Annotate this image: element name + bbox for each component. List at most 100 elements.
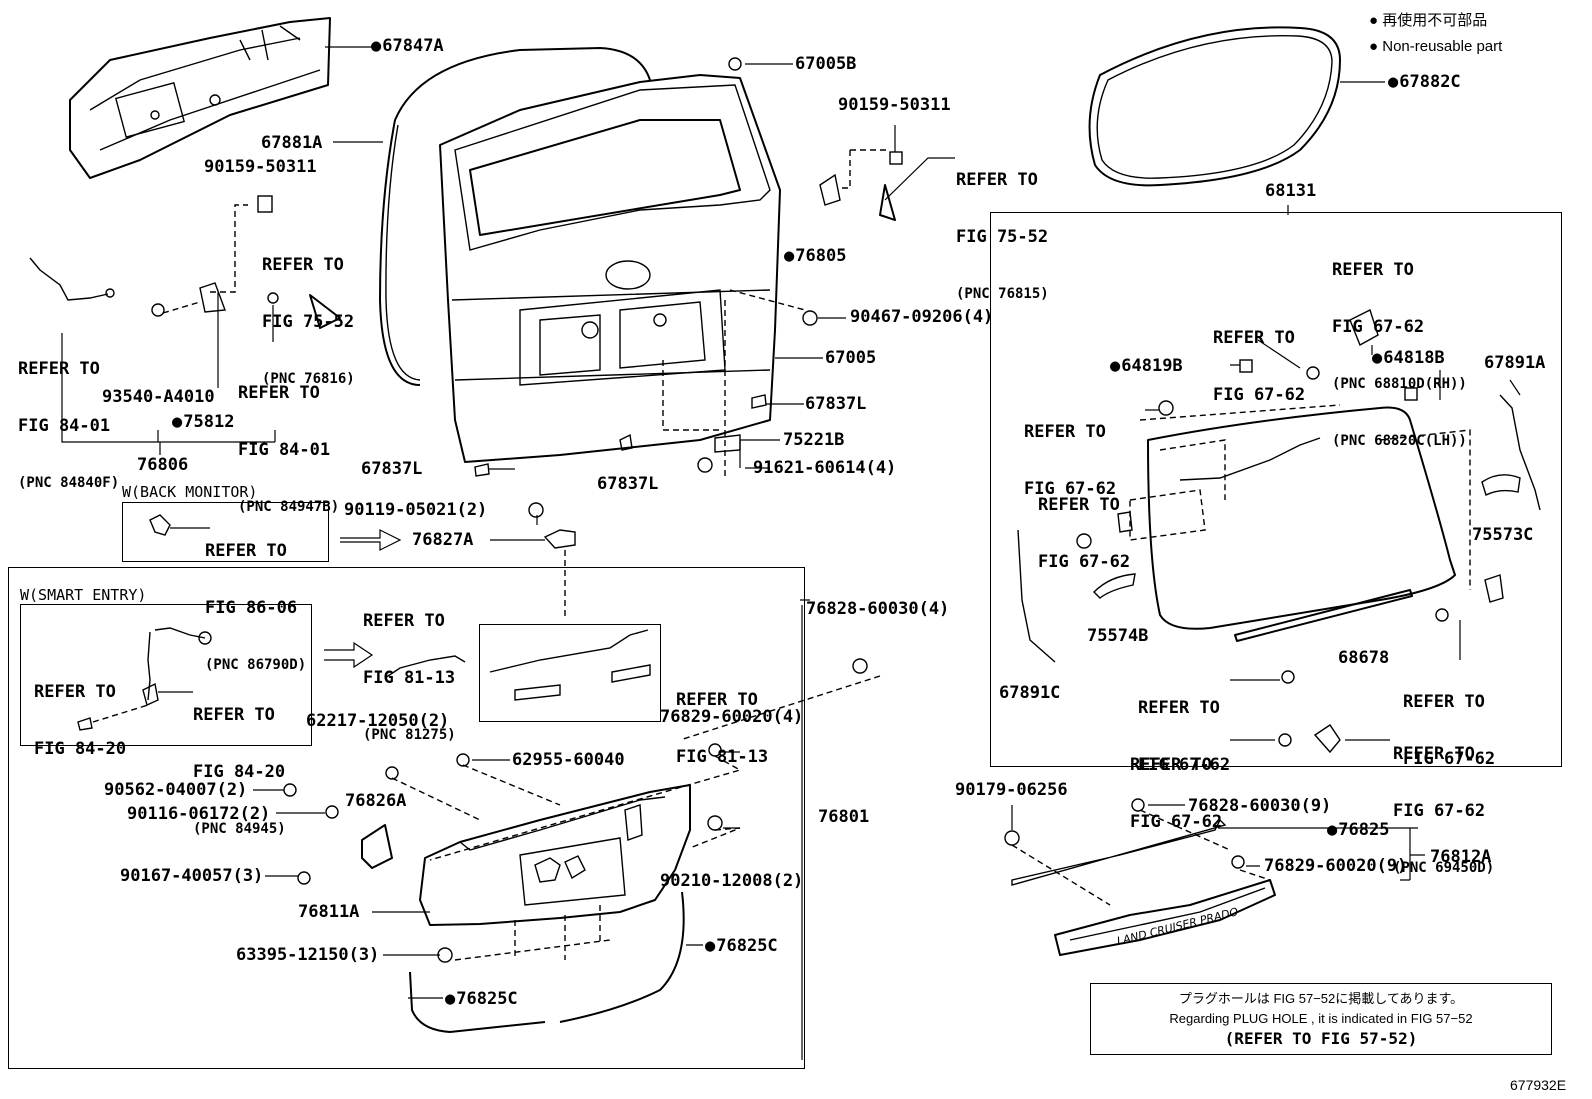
refer-fig-67-62-c[interactable]: REFER TO FIG 67-62 <box>1024 385 1116 518</box>
garnish-drawing <box>419 784 691 926</box>
part-label-90167-40057[interactable]: 90167-40057(3) <box>120 866 264 886</box>
part-label-76812A[interactable]: 76812A <box>1430 847 1492 867</box>
refer-fig-84-01-b[interactable]: REFER TO FIG 84-01 (PNC 84947B) <box>238 346 339 536</box>
part-label-76828-60030-bottom[interactable]: 76828-60030(9) <box>1188 796 1332 816</box>
non-reusable-dot-icon: ● <box>1369 12 1379 29</box>
part-label-75812[interactable]: 75812 <box>172 413 234 431</box>
part-label-62955-60040[interactable]: 62955-60040 <box>512 750 625 770</box>
refer-fig: FIG 84-20 <box>193 762 286 782</box>
part-label-67005[interactable]: 67005 <box>825 348 877 368</box>
part-label-67837L-bottom[interactable]: 67837L <box>597 474 659 494</box>
refer-fig-81-13-a[interactable]: REFER TO FIG 81-13 (PNC 81275) <box>363 574 456 764</box>
part-label-75574B[interactable]: 75574B <box>1087 626 1149 646</box>
part-label-76825C-left[interactable]: 76825C <box>445 990 517 1008</box>
refer-pnc: (PNC 68820C(LH)) <box>1332 433 1467 449</box>
part-label-67882C[interactable]: 67882C <box>1388 73 1460 91</box>
part-label-76825[interactable]: 76825 <box>1327 821 1389 839</box>
part-label-64818B[interactable]: 64818B <box>1372 349 1444 367</box>
note-ja: プラグホールは FIG 57−52に掲載してあります。 <box>1178 991 1464 1006</box>
part-label-76829-60020-top[interactable]: 76829-60020(4) <box>660 707 804 727</box>
refer-line: REFER TO <box>1038 495 1120 515</box>
refer-fig-67-62-d[interactable]: REFER TO FIG 67-62 <box>1038 458 1130 591</box>
part-label-76828-60030-top[interactable]: 76828-60030(4) <box>806 599 950 619</box>
part-label-76827A[interactable]: 76827A <box>412 530 474 550</box>
part-label-63395-12150[interactable]: 63395-12150(3) <box>236 945 380 965</box>
part-label-90562-04007[interactable]: 90562-04007(2) <box>104 780 248 800</box>
refer-line: REFER TO <box>193 705 275 725</box>
part-label-68678[interactable]: 68678 <box>1338 648 1390 668</box>
legend-en-text: Non-reusable part <box>1382 38 1503 55</box>
part-label-68131[interactable]: 68131 <box>1265 181 1317 201</box>
part-label-76829-60020-bottom[interactable]: 76829-60020(9) <box>1264 856 1408 876</box>
refer-line: REFER TO <box>956 170 1038 190</box>
part-label-67837L-right[interactable]: 67837L <box>805 394 867 414</box>
refer-line: REFER TO <box>34 682 116 702</box>
back-door-drawing <box>439 74 781 463</box>
part-label-91621-60614[interactable]: 91621-60614(4) <box>753 458 897 478</box>
refer-fig-84-20-b[interactable]: REFER TO FIG 84-20 (PNC 84945) <box>193 668 286 858</box>
refer-pnc: (PNC 86790D) <box>205 657 307 673</box>
refer-fig: FIG 75-52 <box>956 227 1049 247</box>
refer-fig-67-62-b[interactable]: REFER TO FIG 67-62 <box>1213 291 1305 424</box>
refer-pnc: (PNC 76816) <box>262 371 355 387</box>
part-label-67837L-left[interactable]: 67837L <box>361 459 423 479</box>
license-lamp-box <box>479 624 661 722</box>
part-label-90159-50311-center[interactable]: 90159-50311 <box>838 95 951 115</box>
part-label-76811A[interactable]: 76811A <box>298 902 360 922</box>
refer-fig: FIG 86-06 <box>205 598 298 618</box>
part-label-76826A[interactable]: 76826A <box>345 791 407 811</box>
refer-fig: FIG 81-13 <box>363 668 456 688</box>
smart-entry-box <box>20 604 312 746</box>
part-label-90467-09206[interactable]: 90467-09206(4) <box>850 307 994 327</box>
refer-fig-67-62-h[interactable]: REFER TO FIG 67-62 (PNC 69450D) <box>1393 707 1494 897</box>
refer-fig-81-13-b[interactable]: REFER TO FIG 81-13 <box>676 653 768 786</box>
part-label-76806[interactable]: 76806 <box>137 455 189 475</box>
refer-fig-67-62-e[interactable]: REFER TO FIG 67-62 <box>1138 661 1230 794</box>
refer-fig: FIG 67-62 <box>1138 755 1231 775</box>
refer-fig: FIG 67-62 <box>1213 385 1306 405</box>
part-label-90159-50311-left[interactable]: 90159-50311 <box>204 157 317 177</box>
refer-fig-75-52-a[interactable]: REFER TO FIG 75-52 (PNC 76816) <box>262 218 355 408</box>
refer-fig: FIG 84-01 <box>18 416 111 436</box>
part-label-67005B[interactable]: 67005B <box>795 54 857 74</box>
part-label-93540-A4010[interactable]: 93540-A4010 <box>102 387 215 407</box>
refer-pnc: (PNC 84945) <box>193 821 286 837</box>
refer-fig: FIG 81-13 <box>676 747 769 767</box>
part-label-76805[interactable]: 76805 <box>784 247 846 265</box>
refer-fig-67-62-f[interactable]: REFER TO FIG 67-62 <box>1403 655 1495 788</box>
legend-en: ● Non-reusable part <box>1369 38 1502 56</box>
part-label-67891C[interactable]: 67891C <box>999 683 1061 703</box>
part-label-67891A[interactable]: 67891A <box>1484 353 1546 373</box>
refer-fig-67-62-g[interactable]: REFER TO FIG 67-62 <box>1130 718 1222 851</box>
refer-fig-75-52-b[interactable]: REFER TO FIG 75-52 (PNC 76815) <box>956 133 1049 323</box>
refer-fig: FIG 67-62 <box>1130 812 1223 832</box>
part-label-90210-12008[interactable]: 90210-12008(2) <box>660 871 804 891</box>
refer-fig-86-06[interactable]: REFER TO FIG 86-06 (PNC 86790D) <box>205 504 306 694</box>
group-back-monitor: W(BACK MONITOR) <box>122 483 258 501</box>
part-label-76825C-right[interactable]: 76825C <box>705 937 777 955</box>
part-label-67881A[interactable]: 67881A <box>261 133 323 153</box>
part-label-62217-12050[interactable]: 62217-12050(2) <box>306 711 450 731</box>
refer-line: REFER TO <box>1393 744 1475 764</box>
part-label-75221B[interactable]: 75221B <box>783 430 845 450</box>
part-label-90179-06256[interactable]: 90179-06256 <box>955 780 1068 800</box>
part-label-90116-06172[interactable]: 90116-06172(2) <box>127 804 271 824</box>
part-label-90119-05021[interactable]: 90119-05021(2) <box>344 500 488 520</box>
part-label-75573C[interactable]: 75573C <box>1472 525 1534 545</box>
refer-pnc: (PNC 69450D) <box>1393 860 1495 876</box>
refer-fig-84-01-a[interactable]: REFER TO FIG 84-01 (PNC 84840F) <box>18 322 119 512</box>
part-label-67847A[interactable]: 67847A <box>371 37 443 55</box>
refer-line: REFER TO <box>238 383 320 403</box>
part-label-76801[interactable]: 76801 <box>818 807 870 827</box>
refer-line: REFER TO <box>262 255 344 275</box>
note-ref[interactable]: (REFER TO FIG 57-52) <box>1224 1029 1418 1048</box>
refer-fig: FIG 84-01 <box>238 440 331 460</box>
refer-fig: FIG 84-20 <box>34 739 127 759</box>
refer-fig-67-62-hinge[interactable]: REFER TO FIG 67-62 (PNC 68810D(RH)) (PNC… <box>1332 223 1467 470</box>
part-label-64819B[interactable]: 64819B <box>1110 357 1182 375</box>
garnish-assembly-frame <box>8 567 805 1069</box>
refer-fig-84-20-a[interactable]: REFER TO FIG 84-20 <box>34 645 126 778</box>
refer-fig: FIG 67-62 <box>1393 801 1486 821</box>
refer-pnc: (PNC 76815) <box>956 286 1049 302</box>
